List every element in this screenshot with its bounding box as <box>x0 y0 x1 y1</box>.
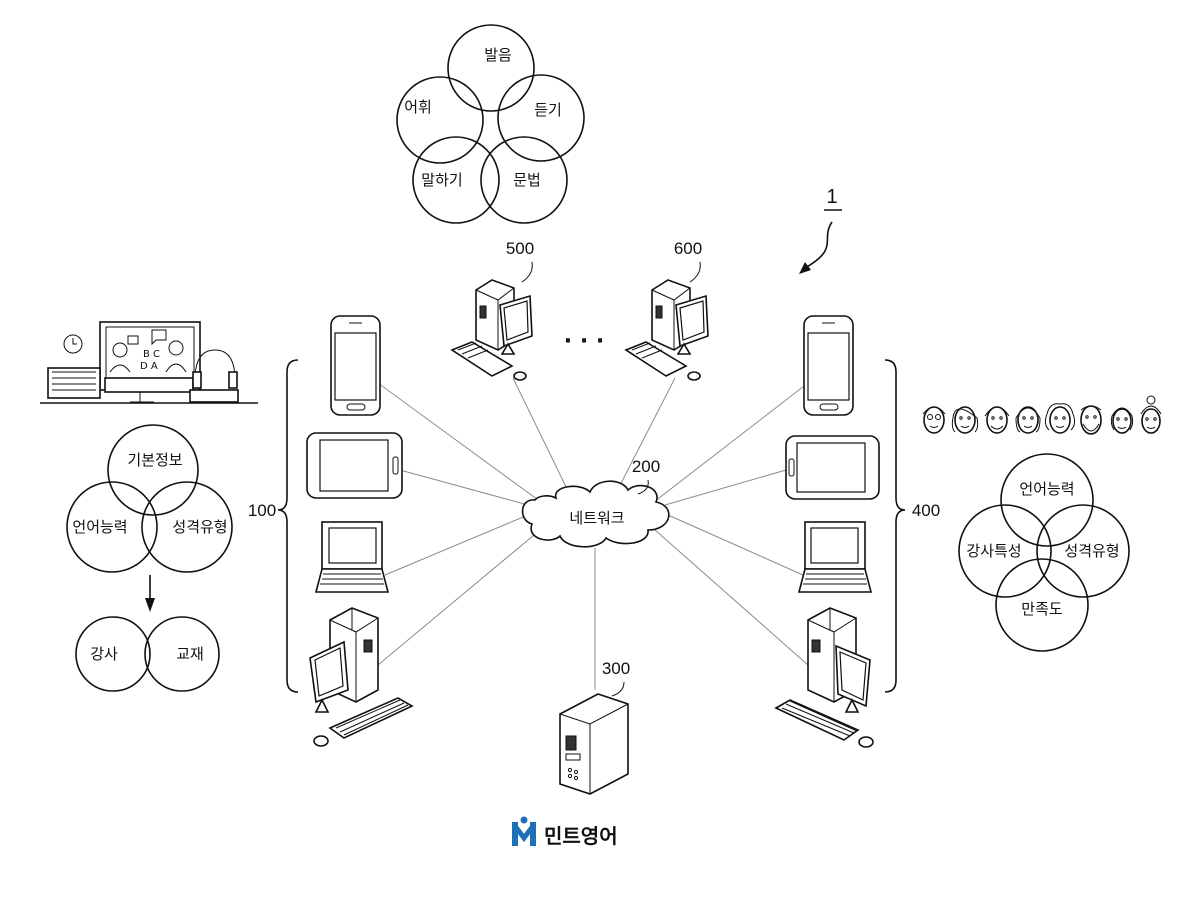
teacher-laptop <box>799 522 871 592</box>
learner-tablet <box>307 433 402 498</box>
venn-label-speaking: 말하기 <box>421 171 462 189</box>
learner-smartphone <box>331 316 380 415</box>
ref-terminal-a: 500 <box>506 239 534 258</box>
terminal-500: 500 <box>452 239 534 380</box>
learner-bracket: 100 <box>248 360 298 692</box>
system-reference: 1 <box>799 186 842 274</box>
venn-label-satisfaction: 만족도 <box>1021 600 1063 618</box>
venn-label-pronunciation: 발음 <box>484 46 512 64</box>
teacher-faces <box>923 396 1161 434</box>
ref-system: 1 <box>826 186 837 208</box>
venn-circle-vocabulary <box>397 77 483 163</box>
venn-label-teacher-traits: 강사특성 <box>966 542 1021 560</box>
skills-venn: 발음 어휘 듣기 말하기 문법 <box>397 25 584 223</box>
network-label: 네트워크 <box>569 509 624 527</box>
terminal-600: 600 <box>626 239 708 380</box>
venn-label-basic-info: 기본정보 <box>127 451 182 469</box>
face-icon <box>1141 396 1161 433</box>
desk-icon <box>105 378 193 392</box>
venn-label-personality-teacher: 성격유형 <box>1064 542 1119 560</box>
venn-label-personality: 성격유형 <box>172 518 227 536</box>
venn-circle-pronunciation <box>448 25 534 111</box>
ref-server: 300 <box>602 659 630 678</box>
ref-terminal-b: 600 <box>674 239 702 258</box>
svg-text:D A: D A <box>140 361 158 372</box>
logo-text: 민트영어 <box>544 824 618 848</box>
learner-venn: 기본정보 언어능력 성격유형 강사 교재 <box>67 425 232 691</box>
teacher-tablet <box>786 436 879 499</box>
venn-label-teacher: 강사 <box>90 645 118 663</box>
arrowhead-icon <box>799 262 811 274</box>
class-letters-icon: B C <box>143 349 160 360</box>
teacher-desktop <box>776 608 873 747</box>
face-icon <box>1111 408 1132 433</box>
face-icon <box>1045 404 1074 433</box>
ref-learners: 100 <box>248 501 276 520</box>
face-icon <box>1016 407 1040 433</box>
venn-label-language-ability-teacher: 언어능력 <box>1019 480 1074 498</box>
face-icon <box>985 407 1009 433</box>
ref-teachers: 400 <box>912 501 940 520</box>
brand-logo: 민트영어 <box>512 817 618 849</box>
ref-network: 200 <box>632 457 660 476</box>
ellipsis: · · · <box>564 329 604 354</box>
learner-laptop <box>316 522 388 592</box>
learner-desktop <box>310 608 412 746</box>
online-class-illustration: B C D A <box>40 322 258 403</box>
venn-label-textbook: 교재 <box>176 645 204 663</box>
teacher-venn: 언어능력 강사특성 성격유형 만족도 <box>959 454 1129 651</box>
venn-label-grammar: 문법 <box>513 171 541 189</box>
network-cloud: 네트워크 200 <box>523 457 669 547</box>
mint-logo-icon <box>512 817 536 847</box>
face-icon <box>923 407 945 433</box>
face-icon <box>952 407 977 433</box>
teacher-smartphone <box>804 316 853 415</box>
face-icon <box>1081 406 1101 434</box>
venn-label-listening: 듣기 <box>534 101 562 119</box>
venn-label-vocabulary: 어휘 <box>404 98 432 116</box>
down-arrow-icon <box>145 598 155 612</box>
venn-circle-basic-info <box>108 425 198 515</box>
venn-label-language-ability: 언어능력 <box>72 518 127 536</box>
